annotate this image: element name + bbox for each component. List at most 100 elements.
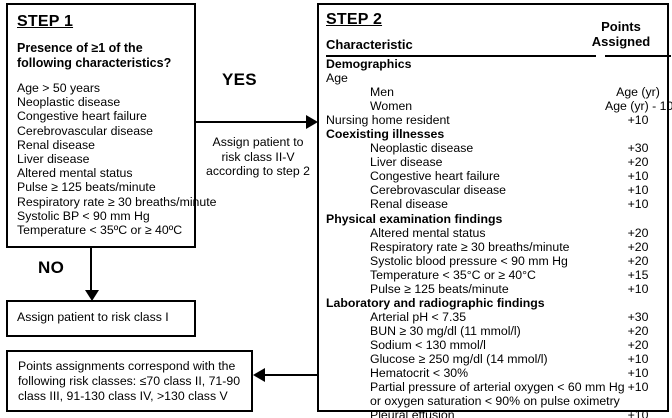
scoring-row-label: Demographics [326, 57, 412, 71]
scoring-row: Men Age (yr) [323, 85, 663, 99]
scoring-row-points: +10 [627, 281, 649, 296]
scoring-row-points: Age (yr) - 10 [605, 99, 672, 114]
scoring-row-label: Altered mental status [370, 225, 486, 240]
step1-criterion: Temperature < 35ºC or ≥ 40ºC [17, 223, 183, 238]
scoring-row: Hematocrit < 30% +10 [323, 366, 663, 380]
scoring-row-label: Liver disease [370, 155, 443, 170]
scoring-row: or oxygen saturation < 90% on pulse oxim… [323, 394, 663, 408]
scoring-row-points: +15 [627, 267, 649, 282]
step2-header: STEP 2 Characteristic Points Assigned [323, 10, 671, 57]
no-arrow-head-icon [85, 290, 99, 301]
scoring-row-points: +20 [627, 337, 649, 352]
step1-box: STEP 1 Presence of ≥1 of the following c… [6, 3, 217, 248]
scoring-row: Altered mental status +20 [323, 226, 663, 240]
scoring-row: Pleural effusion +10 [323, 408, 663, 418]
scoring-row-points: +10 [627, 366, 649, 381]
scoring-row-label: Men [370, 85, 394, 100]
scoring-row-label: Coexisting illnesses [326, 127, 445, 142]
step2-box: STEP 2 Characteristic Points Assigned De… [317, 3, 672, 418]
scoring-row: Laboratory and radiographic findings [323, 296, 663, 310]
scoring-row-points: +10 [627, 408, 649, 418]
scoring-row-label: Respiratory rate ≥ 30 breaths/minute [370, 239, 570, 254]
no-arrow-line [90, 248, 92, 293]
no-branch-label: NO [38, 258, 65, 277]
scoring-row-label: or oxygen saturation < 90% on pulse oxim… [370, 394, 620, 409]
scoring-row: Renal disease+10 [323, 197, 663, 211]
points-assignments-box: Points assignments correspond with the f… [6, 350, 253, 412]
scoring-row-label: Nursing home resident [326, 113, 450, 128]
scoring-row-points: Age (yr) [616, 85, 660, 100]
scoring-row-label: Glucose ≥ 250 mg/dl (14 mmol/l) [370, 351, 548, 366]
column-header-characteristic: Characteristic [326, 37, 413, 52]
scoring-row: Sodium < 130 mmol/l +20 [323, 338, 663, 352]
yes-branch-label: YES [222, 70, 257, 89]
scoring-row: Physical examination findings [323, 212, 663, 226]
scoring-row: Pulse ≥ 125 beats/minute +10 [323, 282, 663, 296]
scoring-row-points: +30 [627, 141, 649, 156]
scoring-row-label: Partial pressure of arterial oxygen < 60… [370, 380, 625, 395]
column-header-points-assigned: Points Assigned [591, 19, 651, 49]
scoring-row-points: +30 [627, 309, 649, 324]
scoring-row: Age [323, 71, 663, 85]
scoring-row-label: Pleural effusion [370, 408, 455, 418]
scoring-row: Liver disease +20 [323, 155, 663, 169]
scoring-row-points: +10 [627, 183, 649, 198]
scoring-row: Coexisting illnesses [323, 127, 663, 141]
step1-criterion: Renal disease [17, 137, 95, 152]
scoring-row-points: +10 [627, 197, 649, 212]
scoring-row-points: +10 [627, 380, 649, 395]
scoring-row-points: +20 [627, 253, 649, 268]
scoring-row-label: Neoplastic disease [370, 141, 474, 156]
step1-criterion: Altered mental status [17, 166, 133, 181]
scoring-row-label: Age [326, 71, 348, 86]
scoring-row: Neoplastic disease +30 [323, 141, 663, 155]
scoring-row: Demographics [323, 57, 663, 71]
step1-question: Presence of ≥1 of the following characte… [17, 41, 172, 70]
step1-criterion: Respiratory rate ≥ 30 breaths/minute [17, 194, 217, 209]
scoring-row-points: +20 [627, 155, 649, 170]
scoring-row-label: Hematocrit < 30% [370, 366, 469, 381]
scoring-row: Cerebrovascular disease +10 [323, 183, 663, 197]
risk-class-1-box: Assign patient to risk class I [6, 300, 196, 337]
scoring-row-points: +20 [627, 225, 649, 240]
yes-arrow-line [196, 121, 310, 123]
scoring-row-points: +10 [627, 351, 649, 366]
yes-branch-note: Assign patient to risk class II-V accord… [206, 135, 310, 179]
scoring-row-label: Pulse ≥ 125 beats/minute [370, 281, 509, 296]
step1-criterion: Systolic BP < 90 mm Hg [17, 208, 150, 223]
scoring-row-label: Temperature < 35°C or ≥ 40°C [370, 267, 536, 282]
scoring-row-label: Laboratory and radiographic findings [326, 295, 545, 310]
scoring-row-label: Cerebrovascular disease [370, 183, 507, 198]
scoring-row-label: Sodium < 130 mmol/l [370, 337, 486, 352]
scoring-row: Temperature < 35°C or ≥ 40°C +15 [323, 268, 663, 282]
step2-title: STEP 2 [326, 11, 383, 28]
scoring-row-points: +20 [627, 323, 649, 338]
header-rule-points [605, 55, 671, 57]
step1-criterion: Cerebrovascular disease [17, 123, 154, 138]
scoring-row-label: Physical examination findings [326, 211, 503, 226]
scoring-row: Glucose ≥ 250 mg/dl (14 mmol/l) +10 [323, 352, 663, 366]
scoring-row-points: +10 [627, 113, 649, 128]
step1-criterion: Congestive heart failure [17, 109, 147, 124]
points-arrow-head-icon [253, 368, 265, 382]
scoring-row: Respiratory rate ≥ 30 breaths/minute+20 [323, 240, 663, 254]
scoring-row-label: BUN ≥ 30 mg/dl (11 mmol/l) [370, 323, 521, 338]
scoring-row-points: +10 [627, 169, 649, 184]
step1-criterion: Liver disease [17, 152, 90, 167]
scoring-row: Systolic blood pressure < 90 mm Hg +20 [323, 254, 663, 268]
yes-arrow-head-icon [306, 115, 318, 129]
step1-criterion: Age > 50 years [17, 81, 101, 95]
scoring-row-label: Systolic blood pressure < 90 mm Hg [370, 253, 568, 268]
scoring-row: Arterial pH < 7.35 +30 [323, 310, 663, 324]
step1-title: STEP 1 [17, 13, 74, 30]
scoring-row-label: Congestive heart failure [370, 169, 500, 184]
step1-criterion: Pulse ≥ 125 beats/minute [17, 180, 156, 195]
step1-criterion: Neoplastic disease [17, 95, 121, 110]
scoring-row: Partial pressure of arterial oxygen < 60… [323, 380, 663, 394]
scoring-row-label: Arterial pH < 7.35 [370, 309, 467, 324]
scoring-row: Congestive heart failure +10 [323, 169, 663, 183]
